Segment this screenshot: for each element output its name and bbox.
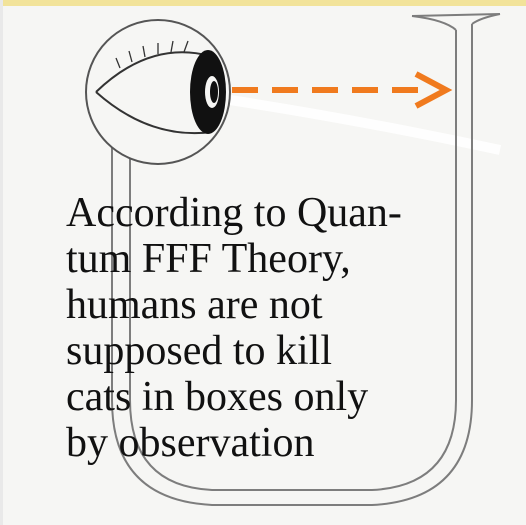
u-tube-inner-wall [129,30,457,491]
arrow-head [414,71,453,109]
caption-line: by observation [66,420,315,466]
eyelid-bottom [95,91,213,135]
top-strip [0,0,526,6]
eyelashes [115,40,189,69]
u-tube-mouth-left [411,15,457,31]
caption-line: supposed to kill [66,328,333,374]
background-smear [229,95,502,155]
caption-line: According to Quan- [66,190,402,236]
u-tube-outer-wall [111,24,473,506]
caption-line: cats in boxes only [66,374,369,420]
u-tube-mouth-top [411,13,501,17]
dashed-arrow-right [232,71,453,109]
caption-text: According to Quan- tum FFF Theory, human… [66,190,466,466]
eye-pupil-core [210,81,218,103]
eye-icon [85,19,231,165]
eyelid-top [95,51,211,93]
eyeball [85,19,231,165]
u-tube [111,13,501,506]
caption-line: tum FFF Theory, [66,236,351,282]
caption-line: humans are not [66,282,323,328]
frame-edge [0,0,3,525]
